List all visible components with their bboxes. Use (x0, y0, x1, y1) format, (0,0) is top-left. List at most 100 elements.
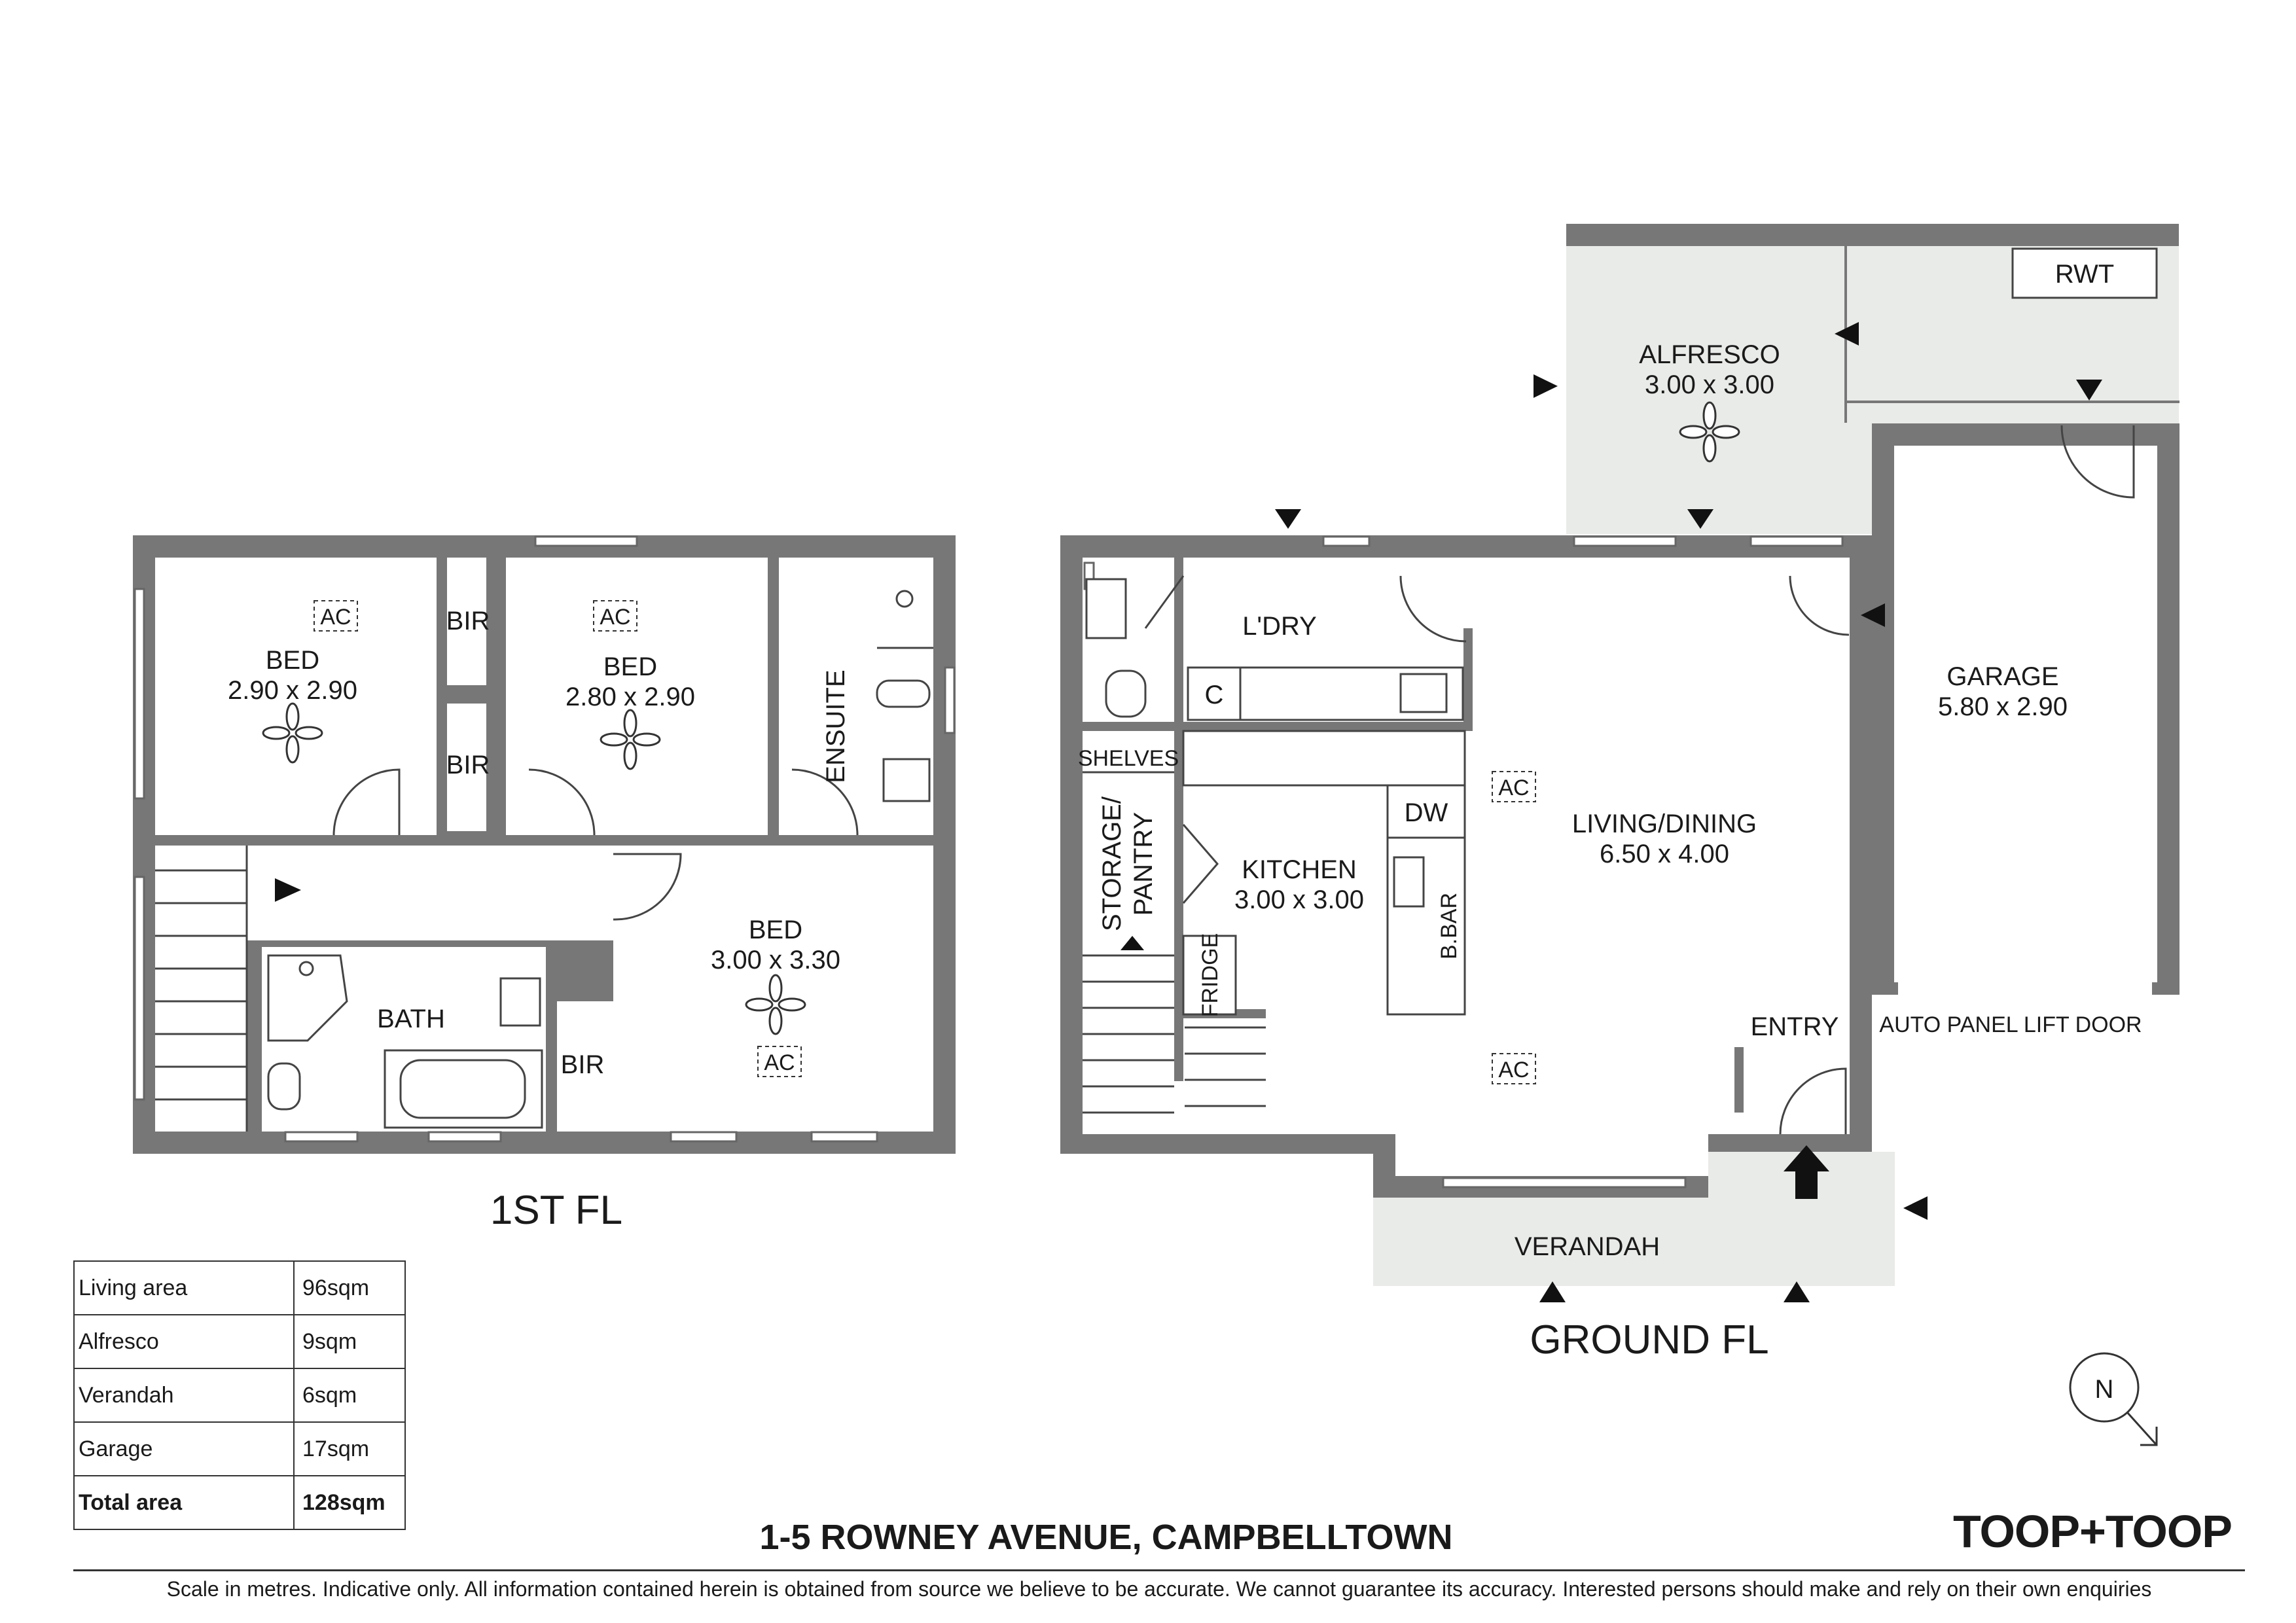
line (2126, 1411, 2158, 1446)
rect (1734, 1047, 1744, 1113)
rect (1847, 401, 2179, 403)
bed-1-room (155, 558, 437, 835)
door-swing-icon (528, 768, 596, 836)
rect (1463, 628, 1473, 731)
pantry-label: PANTRY (1129, 812, 1158, 916)
stair-arrow-icon (275, 878, 301, 902)
bir-3-room (557, 1001, 613, 1132)
door-swing-icon (791, 768, 859, 836)
ensuite-label: ENSUITE (821, 669, 850, 783)
dishwasher (1386, 784, 1466, 839)
dw-label: DW (1405, 798, 1448, 827)
door-swing-icon (2060, 425, 2135, 499)
access-marker-icon (1903, 1196, 1928, 1220)
ceiling-fan-icon (600, 709, 661, 770)
bir-2-label: BIR (446, 751, 490, 779)
shelves-label: SHELVES (1078, 746, 1179, 771)
window (534, 535, 638, 547)
area-label: Garage (73, 1421, 295, 1476)
entry-label: ENTRY (1751, 1012, 1839, 1041)
area-row: Alfresco 9sqm (73, 1314, 406, 1369)
ac-unit-icon (314, 600, 358, 632)
ac-label: AC (764, 1050, 795, 1075)
bed-2-name: BED (603, 652, 657, 681)
ac-label: AC (600, 605, 630, 630)
garage-room (1894, 446, 2157, 982)
area-label: Total area (73, 1475, 295, 1530)
rect (1083, 722, 1174, 731)
area-row: Verandah 6sqm (73, 1368, 406, 1423)
compass-circle-icon (2069, 1352, 2140, 1423)
area-row: Living area 96sqm (73, 1260, 406, 1315)
shower-head-icon (298, 961, 314, 976)
bir-2-room (447, 704, 486, 831)
area-summary-table: Living area 96sqm Alfresco 9sqm Verandah… (73, 1260, 406, 1530)
access-marker-icon (1275, 509, 1301, 529)
rect (1187, 666, 1242, 721)
ac-unit-icon (1492, 771, 1536, 802)
garage-door-opening (1898, 982, 2152, 995)
ac-unit-icon (593, 600, 637, 632)
kitchen-name: KITCHEN (1242, 855, 1357, 884)
bed-3-dims: 3.00 x 3.30 (711, 946, 840, 974)
entry-arrow-icon (1784, 1145, 1829, 1199)
bir-1-label: BIR (446, 607, 490, 635)
window (944, 666, 956, 734)
alfresco-top-wall (1566, 224, 2179, 246)
bed-3-name: BED (749, 916, 802, 944)
bed-1-name: BED (266, 646, 319, 675)
door-swing-icon (1779, 1067, 1847, 1135)
shower-head-icon (895, 590, 914, 608)
staircase (155, 846, 248, 1132)
rwt-tank (2011, 247, 2158, 299)
garage-name: GARAGE (1946, 662, 2058, 691)
disclaimer-text: Scale in metres. Indicative only. All in… (166, 1577, 2152, 1601)
rect (1174, 558, 1183, 1081)
toilet-icon (1105, 669, 1147, 718)
landing-hall (247, 846, 613, 940)
laundry-tub-icon (1085, 578, 1127, 639)
ceiling-fan-icon (262, 702, 323, 764)
area-value: 17sqm (293, 1421, 406, 1476)
ceiling-fan-icon (1679, 401, 1740, 463)
area-value: 128sqm (293, 1475, 406, 1530)
window (427, 1131, 502, 1143)
path (1182, 824, 1219, 904)
ac-label: AC (320, 605, 351, 630)
kitchen-bench (1182, 730, 1466, 787)
ceiling-fan-icon (745, 974, 806, 1035)
bir-3-label: BIR (561, 1050, 605, 1079)
shower-icon (267, 954, 348, 1042)
window (1442, 1177, 1687, 1188)
window (810, 1131, 878, 1143)
rect (399, 1059, 526, 1119)
access-marker-icon (1534, 374, 1558, 398)
ground-floor-plan: C DW B.BAR FRIDGE SHELVES STORAGE/ PANTR… (1060, 224, 2179, 1363)
area-value: 96sqm (293, 1260, 406, 1315)
living-bay (1395, 1134, 1708, 1176)
alfresco-dims: 3.00 x 3.00 (1645, 370, 1774, 399)
window (670, 1131, 738, 1143)
stair-arrow-icon (1121, 936, 1144, 950)
property-address: 1-5 ROWNEY AVENUE, CAMPBELLTOWN (759, 1518, 1453, 1557)
ac-unit-icon (757, 1046, 802, 1077)
access-marker-icon (1835, 322, 1859, 346)
ground-floor-label: GROUND FL (1530, 1317, 1768, 1363)
fridge-space (1182, 935, 1237, 1016)
area-value: 9sqm (293, 1314, 406, 1369)
vanity-basin-icon (882, 758, 931, 802)
verandah-label: VERANDAH (1515, 1232, 1660, 1261)
window (284, 1131, 359, 1143)
polyline (2140, 1427, 2158, 1446)
kitchen-sink-icon (1393, 856, 1425, 908)
door-swing-icon (613, 853, 682, 921)
footer-divider (73, 1569, 2245, 1571)
door-swing-icon (1789, 575, 1850, 636)
door-swing-icon (1399, 575, 1467, 643)
north-arrow: N (2069, 1352, 2158, 1446)
window (1573, 535, 1677, 547)
laundry-sink-icon (1399, 673, 1448, 713)
toilet-icon (876, 679, 931, 708)
living-name: LIVING/DINING (1572, 810, 1757, 838)
